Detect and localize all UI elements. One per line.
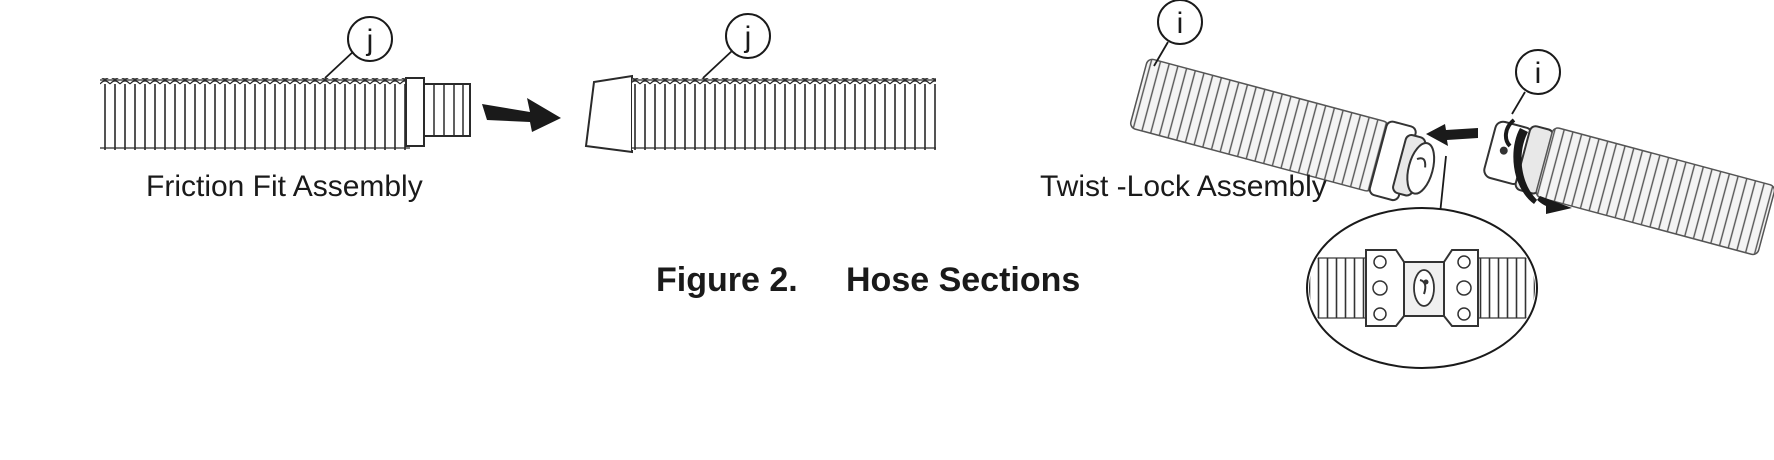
detail-inset [1306, 155, 1538, 369]
callout-j-left: j [324, 16, 393, 79]
callout-j-right: j [702, 13, 771, 79]
callout-letter: i [1177, 7, 1184, 40]
callout-i-right: i [1511, 49, 1561, 115]
callout-letter: i [1535, 57, 1542, 90]
callout-letter: j [366, 24, 374, 57]
figure-number: Figure 2. [656, 261, 798, 299]
rotate-arrow-icon [1503, 118, 1572, 214]
friction-hose-right [584, 74, 936, 154]
twist-hose-left [1129, 58, 1436, 202]
twist-hose-right [1483, 120, 1774, 256]
figure-title: Hose Sections [846, 261, 1080, 299]
callout-letter: j [744, 21, 752, 54]
friction-hose-left [100, 77, 471, 150]
arrow-left-icon [1426, 124, 1478, 146]
callout-i-left: i [1153, 0, 1203, 67]
twist-lock-label: Twist -Lock Assembly [1040, 170, 1327, 203]
arrow-right-icon [482, 98, 561, 132]
friction-fit-label: Friction Fit Assembly [146, 170, 423, 203]
